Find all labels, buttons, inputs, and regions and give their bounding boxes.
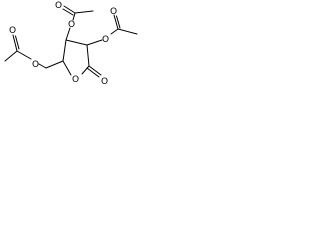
molecule-svg: O O O O O O O O [4,1,138,87]
bond-ester-top-1 [65,27,71,41]
bond-oring-c4 [62,60,72,76]
bond-carbonyl-2 [86,67,100,78]
atom-o-carbonyl-right: O [110,7,117,17]
atom-labels: O O O O O O O O [9,1,117,87]
atom-o-carbonyl-ring: O [101,77,108,87]
bond-ester-right-1 [86,39,103,46]
atom-o-ester-left: O [32,60,39,70]
bond-ester-left-2 [38,63,47,69]
bond-methyl-right [117,28,138,35]
bond-methyl-top [74,10,94,14]
left-acetyl-group [4,34,64,69]
bond-ester-top-2 [72,12,76,21]
bond-ester-right-2 [110,28,119,35]
bond-carbonyl-left-b [15,35,20,50]
bond-carbonyl-1 [88,65,102,76]
atom-o-ester-top: O [68,20,75,30]
bond-carbonyl-right-b [116,15,121,29]
bond-carbonyl-left-a [12,34,18,52]
atom-o-ester-right: O [102,35,109,45]
lactone-ring [62,39,102,78]
bond-c3-c2 [65,39,88,46]
bond-carbonyl-top-b [62,8,74,16]
atom-o-carbonyl-left: O [9,26,16,36]
structure-diagram: O O O O O O O O [0,0,162,109]
atom-o-carbonyl-top: O [55,1,62,11]
bond-ch2 [45,60,64,69]
bond-ester-left-1 [16,50,32,60]
top-acetyl-group [62,5,94,41]
right-acetyl-group [86,14,138,46]
bond-methyl-left [4,50,18,62]
bond-c2-c1 [86,44,90,67]
atom-o-ring: O [72,75,79,85]
bond-c1-oring [81,65,90,75]
bond-c4-c3 [62,39,67,62]
bond-carbonyl-top-a [63,5,76,14]
bond-carbonyl-right-a [113,14,119,30]
